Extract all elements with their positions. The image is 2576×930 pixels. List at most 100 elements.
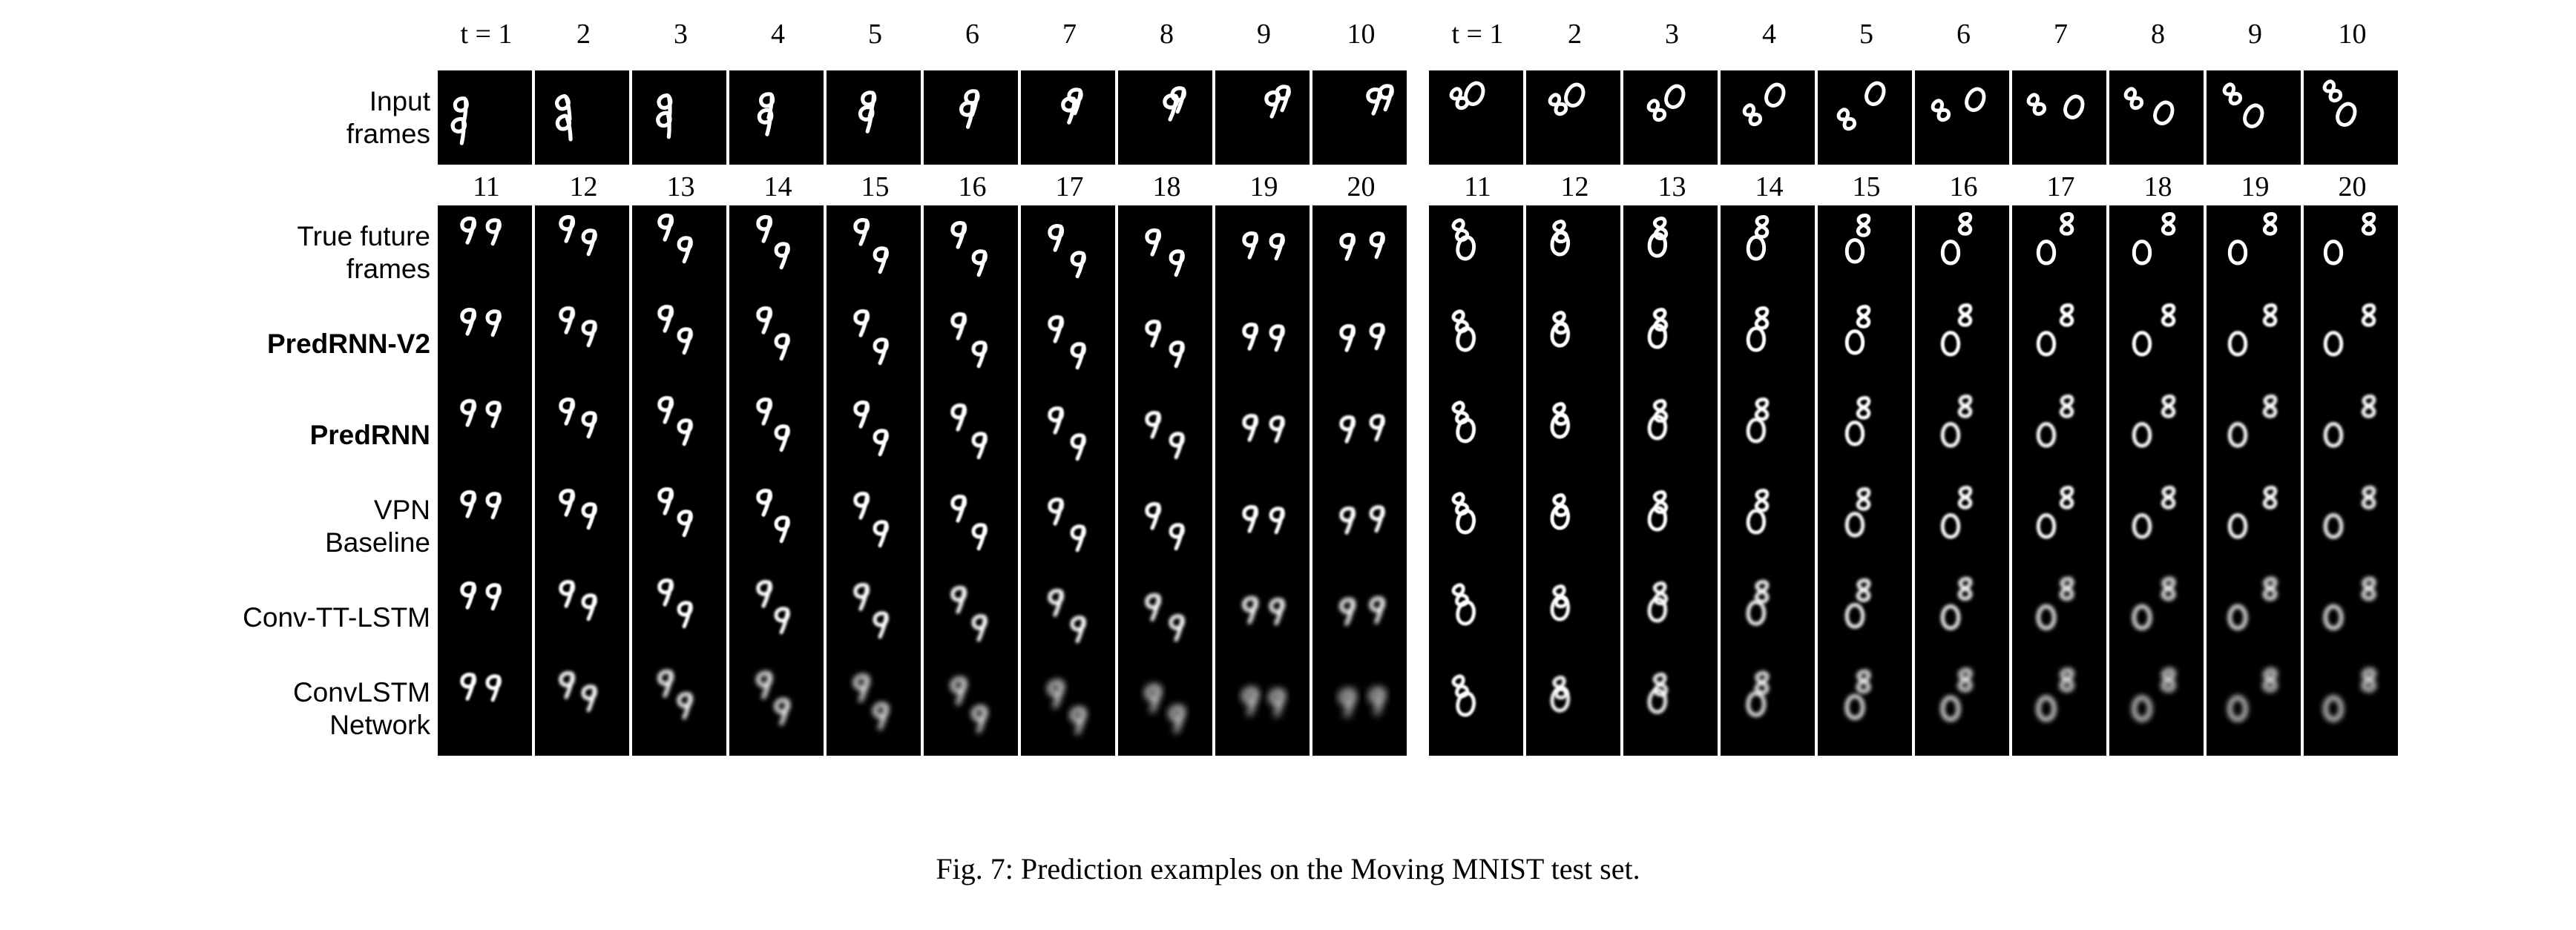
frame-cell (1721, 70, 1815, 165)
tick-future-right-2: 12 (1560, 171, 1589, 202)
frame-cell (729, 205, 824, 300)
frame-cell (1118, 297, 1212, 391)
frame-cell (1312, 662, 1407, 756)
frame-cell (535, 205, 629, 300)
tick-future-left-2: 12 (569, 171, 598, 202)
frame-cell (1429, 70, 1523, 165)
tick-input-right-8: 8 (2151, 19, 2165, 50)
frame-cell (2012, 205, 2106, 300)
tick-input-left-3: 3 (674, 19, 688, 50)
tick-input-right-4: 4 (1762, 19, 1776, 50)
frame-cell (1721, 297, 1815, 391)
tick-input-right-1: t = 1 (1451, 19, 1504, 50)
frame-cell (2207, 388, 2301, 482)
frame-row-predrnn-panel-left (438, 388, 1407, 482)
tick-future-right-10: 20 (2338, 171, 2367, 202)
frame-cell (1818, 662, 1912, 756)
frame-cell (1721, 662, 1815, 756)
frame-cell (2207, 570, 2301, 664)
frame-cell (1312, 388, 1407, 482)
frame-cell (2109, 479, 2204, 573)
frame-cell (2109, 662, 2204, 756)
frame-cell (729, 662, 824, 756)
frame-cell (729, 297, 824, 391)
frame-cell (2012, 388, 2106, 482)
tick-input-left-10: 10 (1347, 19, 1376, 50)
tick-input-right-3: 3 (1665, 19, 1679, 50)
frame-cell (1915, 297, 2009, 391)
tick-input-right-5: 5 (1859, 19, 1873, 50)
frame-cell (1021, 479, 1115, 573)
frame-row-input-frames-panel-right (1429, 70, 2398, 165)
frame-row-predrnn-v2-panel-left (438, 297, 1407, 391)
frame-cell (924, 297, 1018, 391)
tick-future-right-8: 18 (2143, 171, 2172, 202)
frame-cell (2304, 205, 2398, 300)
tick-input-left-4: 4 (771, 19, 785, 50)
row-label-true-future: True future frames (297, 220, 430, 284)
frame-cell (632, 388, 726, 482)
tick-input-left-9: 9 (1257, 19, 1271, 50)
frame-cell (924, 388, 1018, 482)
frame-cell (2207, 479, 2301, 573)
frame-cell (1118, 662, 1212, 756)
frame-cell (1118, 205, 1212, 300)
frame-cell (2012, 662, 2106, 756)
frame-cell (1818, 70, 1912, 165)
tick-future-right-9: 19 (2241, 171, 2270, 202)
frame-cell (2207, 297, 2301, 391)
frame-cell (1021, 662, 1115, 756)
frame-cell (1215, 297, 1310, 391)
frame-cell (632, 297, 726, 391)
frame-cell (1818, 388, 1912, 482)
frame-cell (632, 205, 726, 300)
frame-cell (535, 70, 629, 165)
frame-row-predrnn-v2-panel-right (1429, 297, 2398, 391)
tick-input-right-6: 6 (1956, 19, 1971, 50)
frame-cell (924, 570, 1018, 664)
frame-cell (1429, 662, 1523, 756)
frame-cell (535, 388, 629, 482)
frame-cell (535, 297, 629, 391)
frame-cell (1429, 479, 1523, 573)
frame-cell (1915, 479, 2009, 573)
frame-cell (2207, 662, 2301, 756)
tick-future-right-3: 13 (1657, 171, 1686, 202)
frame-cell (2304, 388, 2398, 482)
frame-cell (1215, 388, 1310, 482)
frame-cell (827, 479, 921, 573)
row-label-predrnn: PredRNN (309, 419, 430, 450)
frame-cell (1623, 479, 1718, 573)
frame-cell (1312, 570, 1407, 664)
frame-cell (1526, 205, 1620, 300)
tick-input-right-10: 10 (2338, 19, 2367, 50)
row-label-input-frames: Input frames (346, 85, 430, 149)
frame-cell (1623, 297, 1718, 391)
frame-cell (924, 70, 1018, 165)
frame-row-true-future-panel-right (1429, 205, 2398, 300)
frame-cell (924, 479, 1018, 573)
frame-cell (1021, 297, 1115, 391)
row-label-convlstm: ConvLSTM Network (292, 676, 430, 740)
tick-future-right-7: 17 (2046, 171, 2075, 202)
frame-cell (1215, 70, 1310, 165)
frame-cell (632, 570, 726, 664)
tick-future-right-4: 14 (1755, 171, 1784, 202)
frame-cell (1623, 662, 1718, 756)
frame-cell (1915, 662, 2009, 756)
tick-future-left-10: 20 (1347, 171, 1376, 202)
frame-cell (1526, 297, 1620, 391)
frame-cell (1623, 570, 1718, 664)
frame-cell (2109, 70, 2204, 165)
frame-cell (2207, 70, 2301, 165)
frame-cell (1721, 205, 1815, 300)
row-label-predrnn-v2: PredRNN-V2 (267, 328, 430, 359)
frame-cell (1915, 205, 2009, 300)
frame-cell (1623, 205, 1718, 300)
frame-cell (1429, 205, 1523, 300)
frame-cell (827, 70, 921, 165)
frame-cell (632, 662, 726, 756)
frame-cell (438, 70, 532, 165)
tick-input-left-8: 8 (1160, 19, 1174, 50)
